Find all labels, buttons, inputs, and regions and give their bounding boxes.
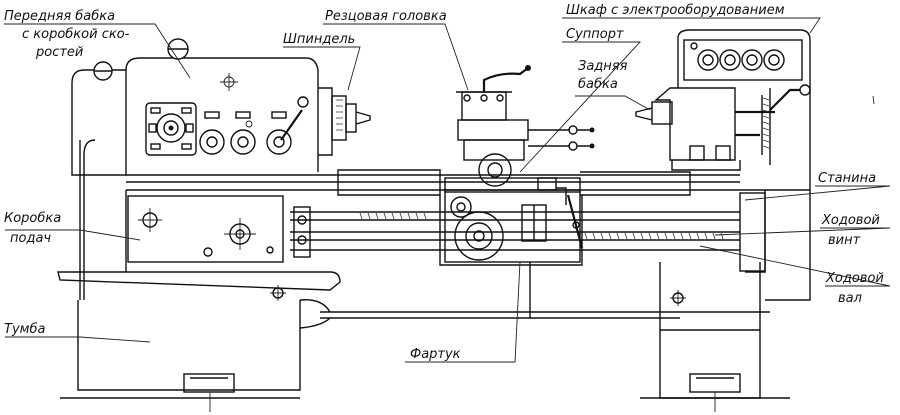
label-bed: Станина xyxy=(818,171,876,186)
lathe-bed xyxy=(126,169,766,273)
label-headstock-line1: Передняя бабка xyxy=(4,9,115,24)
diagram-labels: Передняя бабка с коробкой ско- ростей Ре… xyxy=(4,3,884,362)
electrical-cabinet xyxy=(640,29,811,412)
left-pedestal xyxy=(60,139,301,412)
label-lead-screw-line2: винт xyxy=(828,233,861,248)
label-spindle: Шпиндель xyxy=(283,32,355,47)
headstock-body xyxy=(71,38,371,176)
label-headstock-line2: с коробкой ско- xyxy=(22,27,130,42)
label-feed-shaft-line1: Ходовой xyxy=(825,271,884,286)
label-tool-head: Резцовая головка xyxy=(325,9,447,24)
tailstock xyxy=(635,84,811,171)
label-feed-shaft-line2: вал xyxy=(838,291,862,306)
label-headstock-line3: ростей xyxy=(35,45,83,60)
label-feed-box-line2: подач xyxy=(10,231,51,246)
label-apron: Фартук xyxy=(410,347,461,362)
label-cabinet: Шкаф с электрооборудованием xyxy=(566,3,785,18)
label-feed-box-line1: Коробка xyxy=(4,211,61,226)
leader-lines xyxy=(4,17,891,363)
label-tailstock-line1: Задняя xyxy=(578,59,628,74)
chip-tray xyxy=(57,271,770,329)
label-carriage: Суппорт xyxy=(566,27,624,42)
label-lead-screw-line1: Ходовой xyxy=(821,213,880,228)
label-pedestal: Тумба xyxy=(4,322,45,337)
carriage-and-apron xyxy=(439,65,595,318)
label-tailstock-line2: бабка xyxy=(578,77,618,92)
feed-box xyxy=(125,190,284,272)
